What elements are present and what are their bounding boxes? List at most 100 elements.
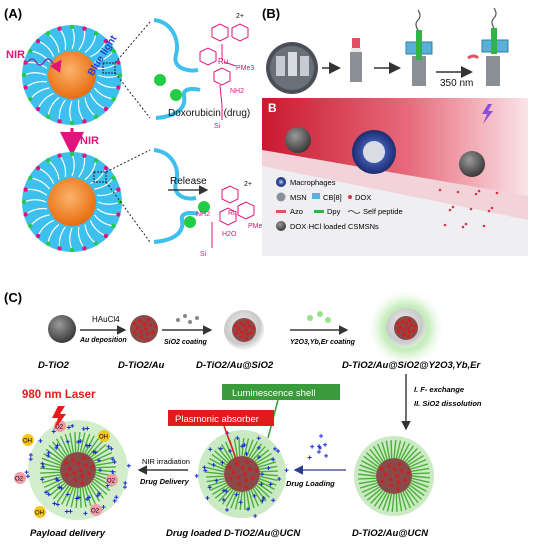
drug-cross (316, 449, 321, 454)
drug-cross (96, 458, 101, 463)
spike (93, 452, 113, 462)
ligand-head (103, 165, 109, 171)
drug-cross (54, 445, 59, 450)
spike (94, 456, 114, 464)
ligand-head (57, 246, 62, 251)
drug-cross (40, 477, 45, 482)
spike (411, 467, 430, 473)
drug-cross (271, 457, 276, 462)
spike (209, 482, 227, 492)
drug-cross (64, 509, 69, 514)
drug-cross (87, 495, 92, 500)
ligand-head (82, 26, 87, 31)
au-dot (398, 325, 403, 329)
spike (205, 471, 225, 475)
nh2-label: NH2 (230, 88, 244, 95)
au-dot (245, 332, 249, 336)
drug-loading-label: Drug Loading (286, 479, 335, 488)
luminescence-shell-box (222, 384, 340, 400)
au-dot (140, 335, 144, 339)
panel-b: (B) 350 nm (262, 6, 528, 256)
dox-dot (438, 188, 442, 192)
spike (259, 470, 278, 473)
ligand-head (116, 187, 121, 192)
au-nanoparticles (132, 317, 158, 342)
spike (51, 441, 66, 458)
ligand-head (103, 106, 109, 112)
dox-dot (477, 189, 481, 193)
panel-b-sublabel: B (268, 101, 277, 115)
au-dot (396, 321, 400, 326)
au-dot (145, 331, 150, 336)
ligand-head (35, 38, 41, 44)
ligand-head (111, 48, 116, 54)
ligand-head (117, 199, 123, 205)
step4a: I. F- exchange (414, 385, 464, 394)
ligand-head (111, 96, 116, 102)
spike (410, 482, 427, 493)
name-d-tio2-au-sio2: D-TiO2/Au@SiO2 (196, 360, 274, 371)
drug-cross (266, 466, 271, 471)
zoom-line (105, 149, 151, 173)
spike (255, 452, 272, 464)
ligand-head (23, 85, 28, 90)
ligand-head (23, 212, 28, 217)
drug-cross (307, 455, 312, 460)
name-d-tio2: D-TiO2 (38, 360, 70, 371)
dox-dot (487, 209, 491, 213)
dox-dot (456, 190, 460, 194)
au-dot (228, 476, 233, 481)
drug-cross (65, 492, 70, 497)
spike (391, 493, 395, 513)
drug-cross (105, 483, 110, 488)
ligand-head (57, 26, 62, 31)
spike (357, 473, 377, 477)
au-dot (379, 467, 384, 471)
spike (390, 440, 393, 459)
o2-label: O2 (107, 479, 116, 485)
ru-complex-top (199, 23, 249, 120)
spike (42, 476, 62, 484)
spike (207, 462, 225, 470)
name-d-tio2-au: D-TiO2/Au (118, 360, 164, 371)
ligand-head (82, 246, 87, 251)
au-dot (244, 478, 249, 482)
au-dot (383, 472, 388, 477)
au-dot (135, 326, 140, 330)
step3: Y2O3,Yb,Er coating (290, 339, 356, 346)
panel-c-label: (C) (4, 290, 22, 305)
au-dot (142, 322, 147, 326)
singlet-oxygen-icon (106, 474, 118, 486)
spike (241, 437, 245, 457)
spike (407, 486, 422, 500)
drug-cross (65, 439, 70, 444)
ligand-head (23, 60, 28, 65)
cb8-icon (312, 193, 320, 199)
spike (207, 480, 226, 487)
spike (206, 477, 225, 483)
spike (363, 455, 379, 468)
spike (404, 448, 418, 463)
spike (46, 480, 65, 493)
csmsn-particle (285, 127, 311, 153)
ligand-head (111, 175, 116, 181)
ligand-head (35, 233, 41, 239)
spike (257, 482, 273, 495)
luminescence-spikes (357, 439, 431, 513)
charge-label: 2+ (236, 13, 244, 20)
spike (395, 440, 402, 459)
au-dot (400, 469, 404, 473)
spike (402, 491, 412, 509)
ucn-particle (354, 436, 434, 516)
drug-cross (123, 480, 128, 485)
name-drug-loaded: Drug loaded D-TiO2/Au@UCN (166, 528, 301, 539)
luminescence-shell-label: Luminescence shell (232, 388, 315, 399)
drug-cross (59, 485, 64, 490)
spike (209, 457, 226, 468)
au-dot (251, 476, 255, 480)
dpy-stalk (491, 28, 497, 54)
au-dot (71, 458, 75, 463)
o2-label: O2 (55, 425, 64, 431)
au-dot (144, 327, 149, 331)
drug-molecule (154, 74, 166, 86)
